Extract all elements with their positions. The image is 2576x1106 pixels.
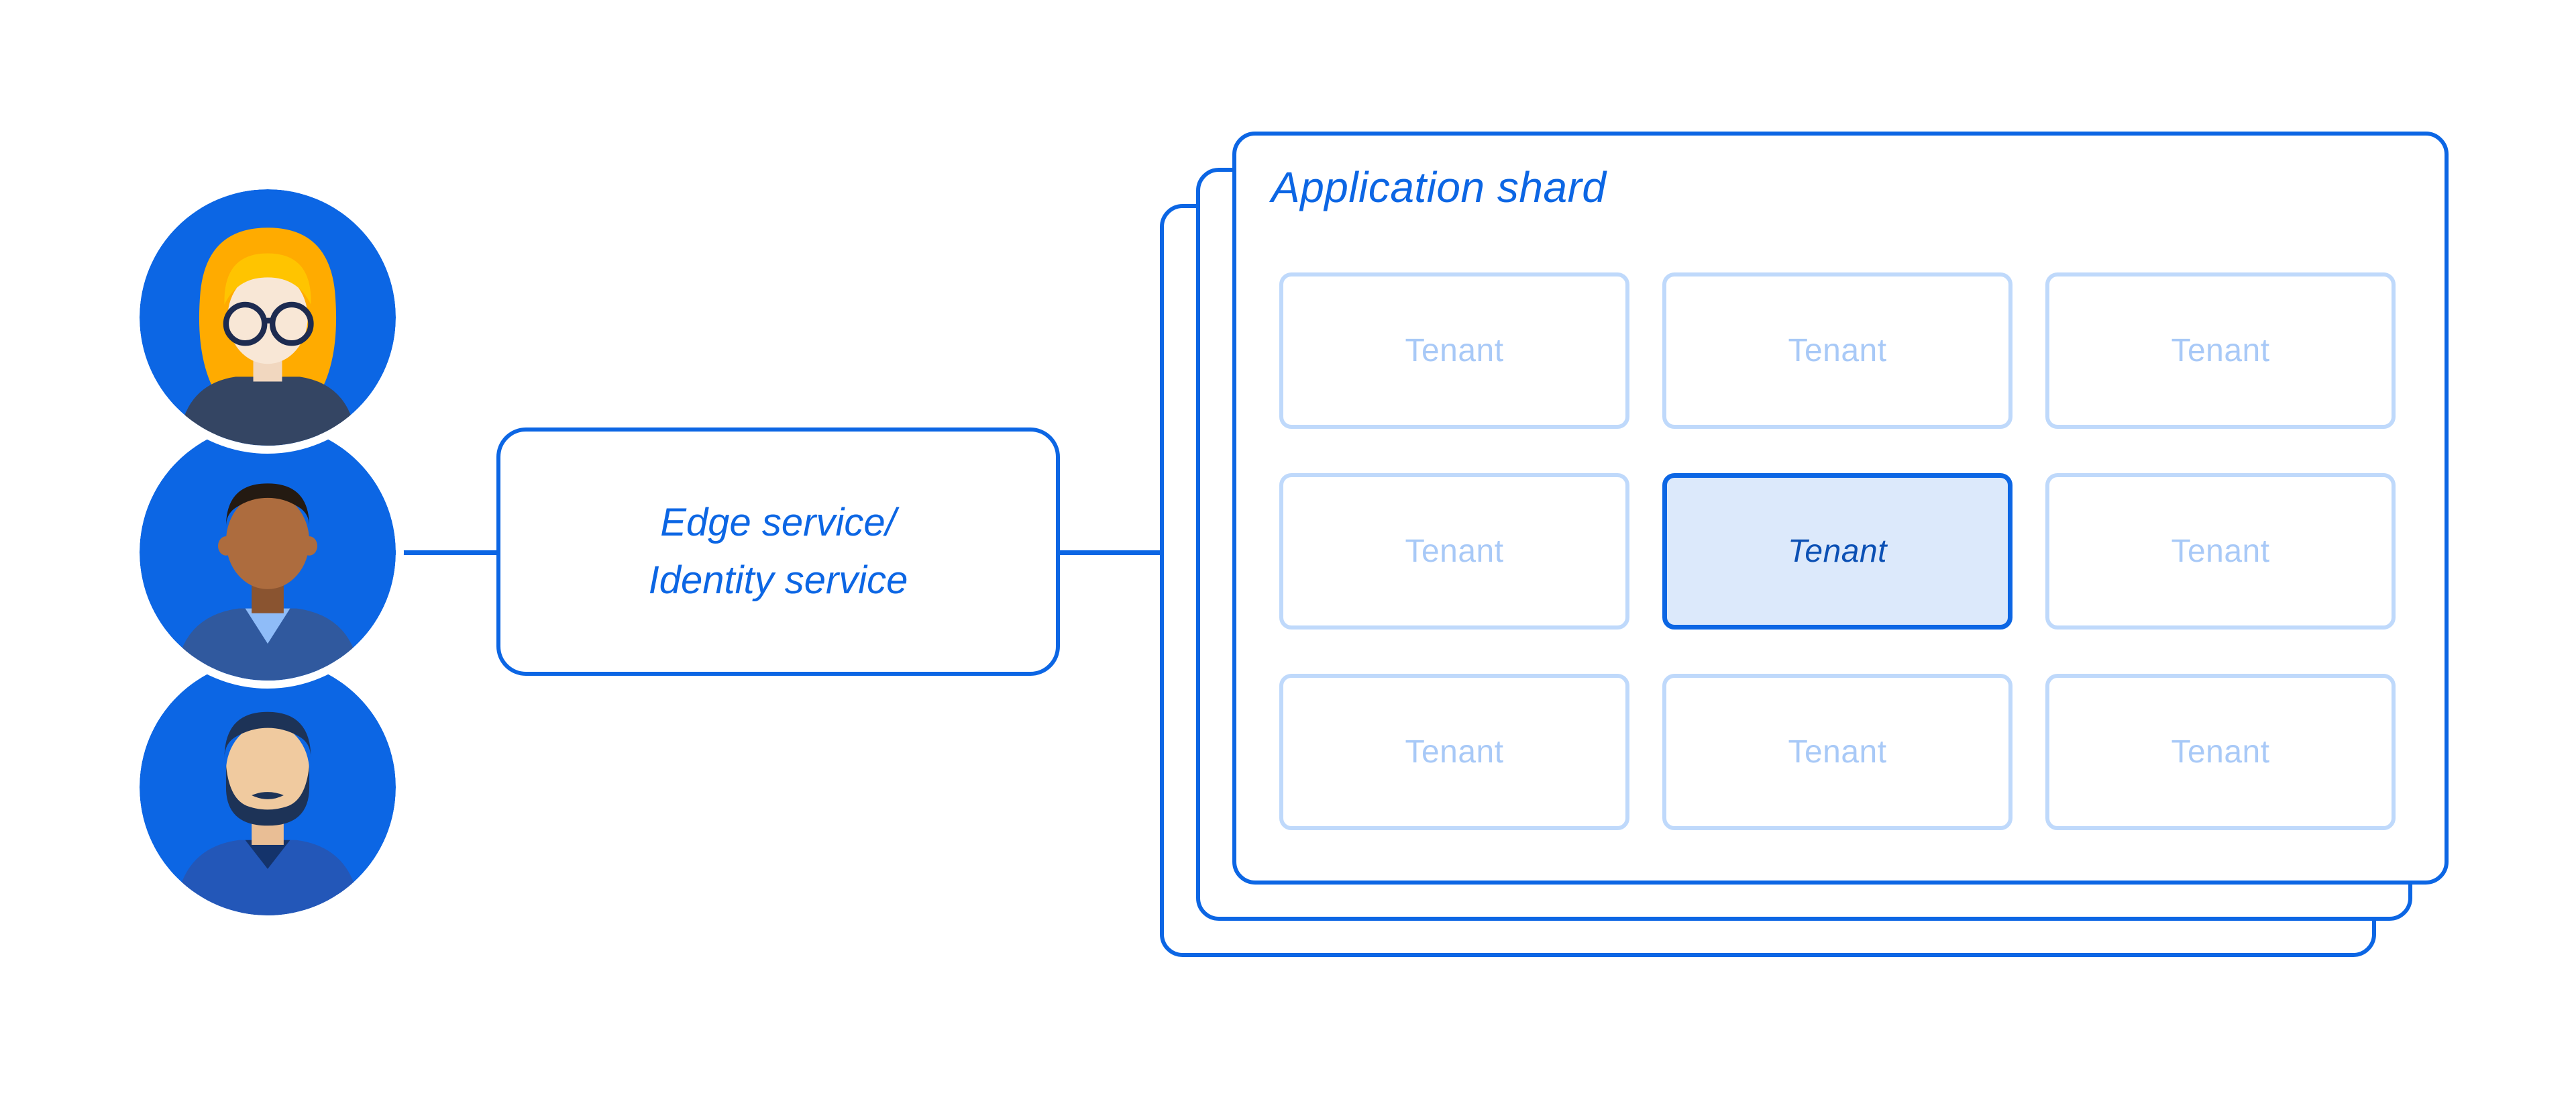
connector-users-to-edge-service (393, 550, 496, 555)
user-avatar-man-beard (140, 659, 396, 915)
connector-edge-service-to-shard (1059, 550, 1163, 555)
edge-identity-service-box: Edge service/ Identity service (496, 428, 1060, 676)
tenant-box: Tenant (1279, 674, 1629, 830)
tenant-box-highlighted: Tenant (1662, 473, 2012, 630)
tenant-grid: Tenant Tenant Tenant Tenant Tenant Tenan… (1279, 272, 2396, 830)
avatar-man-icon (140, 424, 396, 681)
avatar-woman-glasses-icon (140, 189, 396, 446)
avatar-man-beard-icon (140, 659, 396, 915)
user-avatar-woman-glasses (140, 189, 396, 446)
user-avatar-man (140, 424, 396, 681)
tenant-box: Tenant (2045, 473, 2396, 630)
tenant-box: Tenant (1279, 272, 1629, 429)
tenant-box: Tenant (1662, 674, 2012, 830)
tenant-box: Tenant (2045, 674, 2396, 830)
edge-service-label-line1: Edge service/ (660, 501, 896, 545)
tenant-box: Tenant (1662, 272, 2012, 429)
application-shard-card: Application shard Tenant Tenant Tenant T… (1232, 132, 2449, 885)
application-shard-title: Application shard (1271, 163, 1607, 211)
edge-service-label-line2: Identity service (648, 558, 908, 602)
tenant-box: Tenant (2045, 272, 2396, 429)
tenant-box: Tenant (1279, 473, 1629, 630)
